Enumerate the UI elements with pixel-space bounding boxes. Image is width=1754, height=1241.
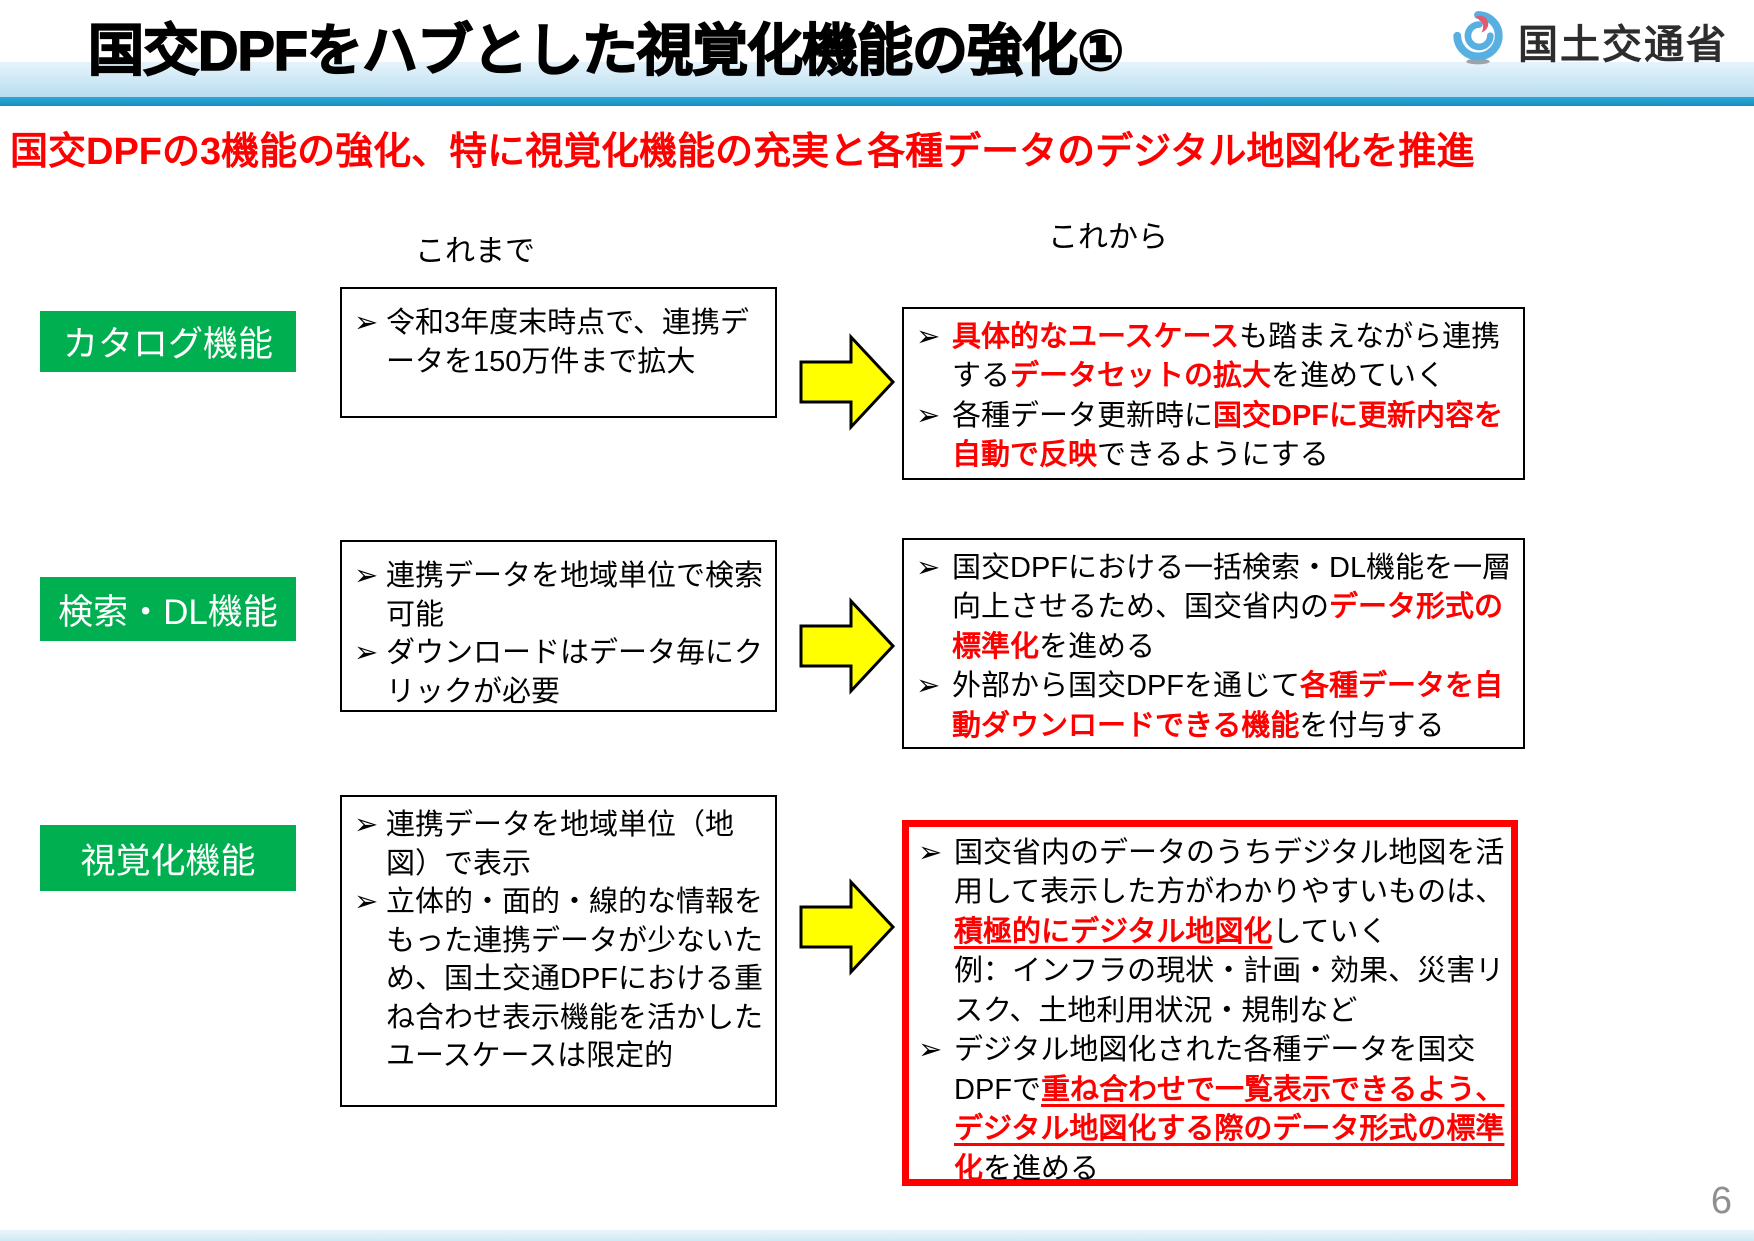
header-accent-line	[0, 97, 1754, 106]
bullet-text: ダウンロードはデータ毎にクリックが必要	[386, 634, 767, 711]
bullet-arrow-marker: ➢	[916, 670, 941, 703]
block-arrow-right-icon	[799, 877, 896, 978]
function-label-2: 視覚化機能	[40, 825, 296, 891]
text-segment: 各種データ更新時に	[952, 399, 1214, 432]
subtitle: 国交DPFの3機能の強化、特に視覚化機能の充実と各種データのデジタル地図化を推進	[10, 131, 1475, 173]
text-segment: データセットの拡大	[1010, 360, 1272, 393]
bullet-arrow-marker: ➢	[354, 809, 379, 841]
bullet-item: ➢連携データを地域単位（地図）で表示	[354, 806, 767, 883]
text-segment: 国交省内のデータのうちデジタル地図を活用して表示した方がわかりやすいものは、	[954, 837, 1505, 909]
text-segment: 例：インフラの現状・計画・効果、災害リスク、土地利用状況・規制など	[954, 955, 1505, 1027]
footer-band	[0, 1230, 1754, 1241]
bullet-text: 連携データを地域単位（地図）で表示	[386, 806, 767, 883]
text-segment: ダウンロードはデータ毎にクリックが必要	[386, 637, 764, 708]
bullet-text: 国交DPFにおける一括検索・DL機能を一層向上させるため、国交省内のデータ形式の…	[952, 549, 1515, 667]
bullet-item: ➢ 各種データ更新時に国交DPFに更新内容を自動で反映できるようにする	[916, 397, 1515, 476]
text-segment: を進める	[983, 1152, 1100, 1185]
bullet-item: ➢ 国交DPFにおける一括検索・DL機能を一層向上させるため、国交省内のデータ形式…	[916, 549, 1515, 667]
text-segment: 令和3年度末時点で、連携データを150万件まで拡大	[386, 307, 749, 378]
text-segment: 各種データを自動ダウンロードできる機能	[952, 670, 1504, 742]
mlit-logo-text: 国土交通省	[1518, 22, 1728, 67]
bullet-arrow-marker: ➢	[354, 307, 379, 339]
bullet-text: 連携データを地域単位で検索可能	[386, 557, 767, 634]
after-box-0: ➢ 具体的なユースケースも踏まえながら連携するデータセットの拡大を進めていく ➢ 各種…	[902, 307, 1525, 480]
bullet-item: ➢連携データを地域単位で検索可能	[354, 557, 767, 634]
after-box-1: ➢ 国交DPFにおける一括検索・DL機能を一層向上させるため、国交省内のデータ形式…	[902, 538, 1525, 749]
text-segment: データ形式の標準化	[952, 591, 1504, 663]
before-box-0: ➢令和3年度末時点で、連携データを150万件まで拡大	[340, 287, 777, 418]
bullet-text: 各種データ更新時に国交DPFに更新内容を自動で反映できるようにする	[952, 397, 1515, 476]
text-segment: を進める	[1039, 630, 1156, 663]
text-segment: していく	[1272, 915, 1388, 948]
function-label-1: 検索・DL機能	[40, 577, 296, 641]
page-number: 6	[1710, 1180, 1732, 1222]
bullet-arrow-marker: ➢	[918, 1034, 943, 1067]
bullet-text: 令和3年度末時点で、連携データを150万件まで拡大	[386, 304, 767, 381]
bullet-text: 立体的・面的・線的な情報をもった連携データが少ないため、国土交通DPFにおける重…	[386, 883, 767, 1076]
column-header-after: これから	[1048, 221, 1168, 254]
text-segment: 積極的にデジタル地図化	[954, 915, 1273, 948]
bullet-arrow-marker: ➢	[354, 886, 379, 919]
bullet-arrow-marker: ➢	[916, 399, 941, 432]
bullet-text: デジタル地図化された各種データを国交DPFで重ね合わせで一覧表示できるよう、デジ…	[954, 1031, 1505, 1189]
text-segment: できるようにする	[1097, 439, 1329, 472]
text-segment: 連携データを地域単位（地図）で表示	[386, 809, 735, 880]
bullet-text: 例：インフラの現状・計画・効果、災害リスク、土地利用状況・規制など	[954, 952, 1505, 1031]
bullet-item: ➢ダウンロードはデータ毎にクリックが必要	[354, 634, 767, 711]
bullet-text: 国交省内のデータのうちデジタル地図を活用して表示した方がわかりやすいものは、積極…	[954, 834, 1505, 952]
column-header-before: これまで	[415, 235, 535, 268]
text-segment: 重ね合わせで一覧表示できるよう、デジタル地図化する際のデータ形式の標準化	[954, 1073, 1505, 1185]
bullet-text: 外部から国交DPFを通じて各種データを自動ダウンロードできる機能を付与する	[952, 667, 1515, 746]
text-segment: 連携データを地域単位で検索可能	[386, 560, 764, 631]
bullet-arrow-marker: ➢	[916, 552, 941, 584]
bullet-item: ➢ 外部から国交DPFを通じて各種データを自動ダウンロードできる機能を付与する	[916, 667, 1515, 746]
after-box-2: ➢ 国交省内のデータのうちデジタル地図を活用して表示した方がわかりやすいものは、積…	[902, 820, 1518, 1186]
text-segment: 具体的なユースケース	[952, 321, 1240, 353]
header-band	[0, 62, 1754, 98]
bullet-item: 例：インフラの現状・計画・効果、災害リスク、土地利用状況・規制など	[918, 952, 1505, 1031]
bullet-arrow-marker: ➢	[354, 560, 379, 592]
bullet-item: ➢令和3年度末時点で、連携データを150万件まで拡大	[354, 304, 767, 381]
bullet-item: ➢ 国交省内のデータのうちデジタル地図を活用して表示した方がわかりやすいものは、積…	[918, 834, 1505, 952]
text-segment: を進めていく	[1271, 360, 1446, 393]
bullet-item: ➢ 具体的なユースケースも踏まえながら連携するデータセットの拡大を進めていく	[916, 318, 1515, 397]
function-label-0: カタログ機能	[40, 311, 296, 372]
bullet-arrow-marker: ➢	[916, 321, 941, 353]
bullet-item: ➢立体的・面的・線的な情報をもった連携データが少ないため、国土交通DPFにおける…	[354, 883, 767, 1076]
text-segment: 国交DPFにおける一括検索・DL機能を一層向上させるため、国交省内の	[952, 552, 1512, 624]
before-box-2: ➢連携データを地域単位（地図）で表示➢立体的・面的・線的な情報をもった連携データ…	[340, 795, 777, 1107]
text-segment: 外部から国交DPFを通じて	[952, 670, 1301, 703]
bullet-text: 具体的なユースケースも踏まえながら連携するデータセットの拡大を進めていく	[952, 318, 1515, 397]
before-box-1: ➢連携データを地域単位で検索可能➢ダウンロードはデータ毎にクリックが必要	[340, 540, 777, 712]
text-segment: 立体的・面的・線的な情報をもった連携データが少ないため、国土交通DPFにおける重…	[386, 886, 764, 1073]
text-segment: を付与する	[1299, 709, 1445, 742]
mlit-logo: 国土交通省	[1450, 10, 1728, 71]
bullet-arrow-marker: ➢	[354, 637, 379, 670]
text-segment: デジタル地図化された各種データを国交DPFで	[954, 1034, 1476, 1106]
text-segment: 国交DPFに更新内容を自動で反映	[952, 399, 1504, 472]
mlit-logo-icon	[1450, 10, 1506, 71]
text-segment: も踏まえながら連携する	[952, 321, 1501, 393]
block-arrow-right-icon	[799, 596, 896, 697]
block-arrow-right-icon	[799, 332, 896, 433]
bullet-arrow-marker: ➢	[918, 837, 943, 869]
bullet-item: ➢ デジタル地図化された各種データを国交DPFで重ね合わせで一覧表示できるよう、デ…	[918, 1031, 1505, 1189]
slide-title: 国交DPFをハブとした視覚化機能の強化①	[87, 18, 1125, 83]
